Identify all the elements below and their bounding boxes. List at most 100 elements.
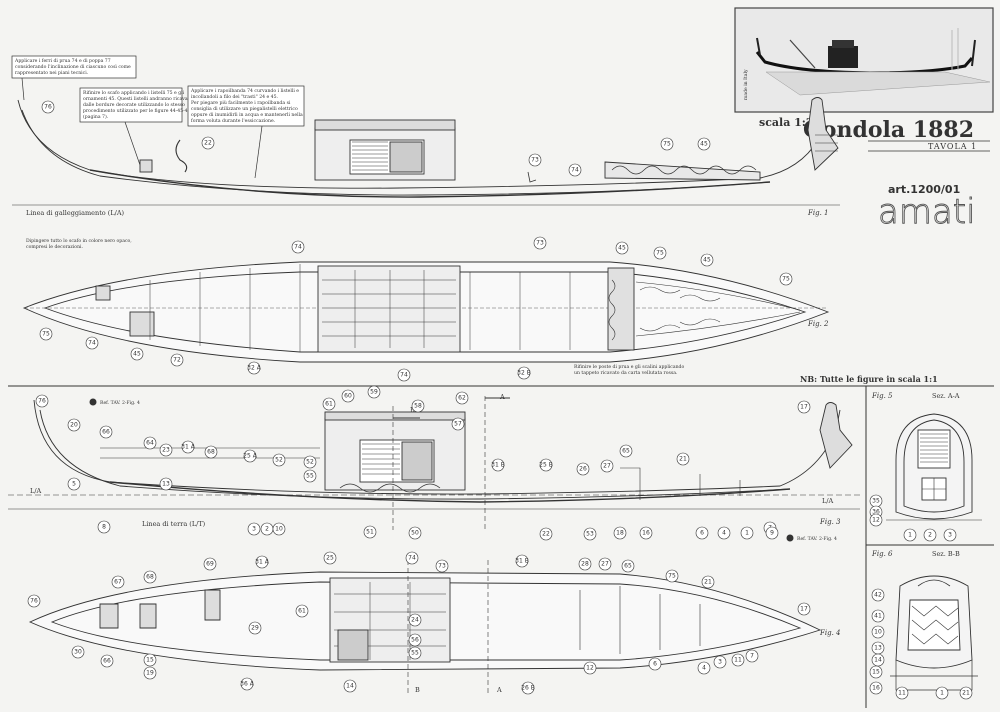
fig4-callout-number: 31 A [255,559,270,566]
fig4-callout-circle [27,594,41,608]
fig3-callout-circle [367,385,381,399]
fig3-callout-circle [272,522,286,536]
fig3-callout-circle [451,417,465,431]
fig3-callout-number: 2 [265,526,269,533]
fig1-callouts: 76 22 73 74 75 45 [41,100,711,177]
fig6-label: Fig. 6 [871,550,893,558]
fig3-callout-number: 5 [72,481,76,488]
fig4-callout-circle [408,613,422,627]
fig3-callout-circle [181,440,195,454]
fig4-callout-circle [665,569,679,583]
fig3-callout-number: 26 [579,466,587,473]
fig3-ref-2: Ref. TAV. 2-Fig. 4 [797,536,837,542]
fig4-callout-number: 26 B [521,685,535,692]
fig4-callout-circle [143,653,157,667]
fig2-num-74a: 74 [294,244,302,251]
fig2-num-74c: 74 [400,372,408,379]
fig3-ground-line: Linea di terra (L/T) [142,520,206,528]
fig3-callout-circle [143,436,157,450]
fig3-callout-number: 60 [344,393,352,400]
fig3-callout-number: 58 [414,403,422,410]
fig5-callout-number: 3 [948,532,952,539]
fig3-callout-circle [717,526,731,540]
fig6-callout-number: 15 [872,669,880,676]
fig3-section-b: B [410,406,415,414]
fig2-bottom-note-1: Rifinire le poste di prua e gli scalini … [574,364,684,370]
note-2-line-3: dalle bordure decorate utilizzando lo st… [83,102,185,108]
fig5-callout-circle [903,528,917,542]
fig1-label: Fig. 1 [807,209,828,217]
fig6-callout-circle [871,588,885,602]
fig3-callout-number: 16 [642,530,650,537]
note-3-line-3: Per piegare più facilmente i rapoilbanda… [191,99,291,106]
tavola-label: TAVOLA 1 [928,142,977,151]
fig4-callout-number: 36 A [240,681,255,688]
fig4-callout-number: 29 [251,625,259,632]
fig6-callout-number: 10 [874,629,882,636]
fig2-num-32a: 32 A [247,365,262,372]
fig4-callout-number: 3 [718,659,722,666]
fig4-callout-number: 76 [30,598,38,605]
fig4-callout-number: 56 [411,637,419,644]
fig3-callout-number: 31 B [491,462,505,469]
fig3-callout-circle [455,391,469,405]
fig4-callout-circle [111,575,125,589]
fig6-callout-circle [871,609,885,623]
fig3-callout-number: 50 [411,530,419,537]
fig3-callout-circle [765,526,779,540]
fig4-callout-number: 67 [114,579,122,586]
fig6-callout-number: 41 [874,613,882,620]
fig3-callout-number: 62 [458,395,466,402]
fig3-callout-circle [619,444,633,458]
fig4-callout-number: 65 [624,563,632,570]
fig2-num-45b: 45 [703,257,711,264]
fig4-callout-number: 66 [103,658,111,665]
fig4-callout-number: 17 [800,606,808,613]
note-3-line-6: forma voluta durante l'essiccazione. [191,118,276,124]
fig3-callout-circle [539,527,553,541]
fig5-label: Fig. 5 [871,392,893,400]
fig3-callout-circle [695,526,709,540]
fig5-callout-circle [943,528,957,542]
note-2-line-4: procedimento utilizzato per le figure 44… [83,108,191,114]
fig4-callout-number: 19 [146,670,154,677]
fig4-callout-circle [598,557,612,571]
scale-label: scala 1:20 [759,116,822,129]
fig4-callout-number: 6 [653,661,657,668]
note-1-line-1: Applicare i ferri di prua 74 e di poppa … [14,58,111,64]
fig3-callout-circle [411,399,425,413]
fig3-callout-number: 25 A [243,453,258,460]
fig4-callout-circle [521,681,535,695]
fig3-callout-number: 4 [722,530,726,537]
fig3-callout-circle [491,458,505,472]
fig4-callout-number: 24 [411,617,419,624]
fig1-waterline: Linea di galleggiamento (L/A) [26,209,125,217]
fig3-callout-number: 51 [366,529,374,536]
fig4-callout-circle [731,653,745,667]
fig6-seat-section [890,575,978,691]
fig3-callout-number: 1 [745,530,749,537]
fig3-callout-circle [600,459,614,473]
fig3-callout-number: 3 [252,526,256,533]
model-photo: made in Italy [734,7,994,113]
fig3-callout-circle [363,525,377,539]
fig3-callout-number: 18 [616,530,624,537]
fig3-callout-number: 52 [275,457,283,464]
note-1-line-3: rappresentato nei piani tecnici. [15,70,89,76]
fig3-callout-number: 25 B [539,462,553,469]
fig5-section: Sez. A-A [932,392,960,400]
fig5-callout-number: 36 [872,509,880,516]
fig3-callout-number: 22 [542,531,550,538]
fig4-section-a: A [496,686,502,694]
fig2-num-72: 72 [173,357,181,364]
fig3-callout-circle [35,394,49,408]
fig4-callout-circle [343,679,357,693]
fig5-callout-number: 12 [872,517,880,524]
fig3-callout-number: 65 [622,448,630,455]
fig2-num-45a: 45 [618,245,626,252]
fig3-callout-circle [583,527,597,541]
fig4-callout-circle [648,657,662,671]
fig3-callout-number: 53 [586,531,594,538]
